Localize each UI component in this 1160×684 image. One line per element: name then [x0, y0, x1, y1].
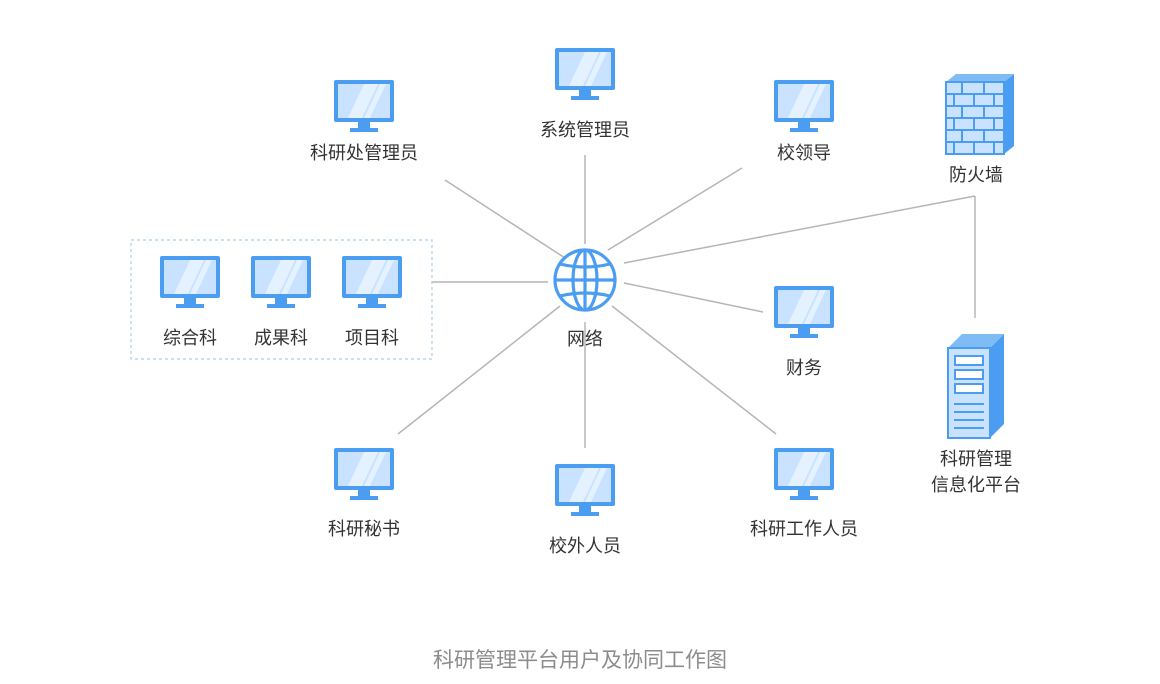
label-platform: 科研管理 信息化平台 — [931, 447, 1021, 499]
server-icon — [947, 334, 1004, 439]
monitor-icon-system-admin — [555, 48, 615, 100]
monitor-icon-comprehensive — [160, 256, 220, 308]
label-external-staff: 校外人员 — [549, 536, 621, 557]
diagram-caption: 科研管理平台用户及协同工作图 — [433, 648, 727, 672]
monitor-icon-achievement — [251, 256, 311, 308]
monitor-icon-school-leader — [774, 80, 834, 132]
label-system-admin: 系统管理员 — [540, 120, 630, 141]
connector-finance — [623, 282, 764, 313]
monitor-icon-research-office-admin — [334, 80, 394, 132]
label-research-staff: 科研工作人员 — [750, 519, 858, 540]
connector-research-staff — [611, 305, 777, 435]
label-research-secretary: 科研秘书 — [328, 519, 400, 540]
monitor-icon-research-staff — [774, 448, 834, 500]
globe-icon — [553, 248, 617, 312]
label-research-office-admin: 科研处管理员 — [310, 143, 418, 164]
monitor-icon-external-staff — [555, 464, 615, 516]
label-project-section: 项目科 — [345, 328, 399, 349]
label-network-hub: 网络 — [567, 329, 603, 350]
monitor-icon-research-secretary — [334, 448, 394, 500]
connector-lines — [397, 155, 976, 448]
connector-research-office-admin — [444, 179, 566, 259]
connector-school-leader — [607, 167, 743, 251]
monitor-icon-finance — [774, 286, 834, 338]
label-school-leader: 校领导 — [777, 143, 831, 164]
department-group-box — [130, 239, 433, 360]
monitor-icon-project — [342, 256, 402, 308]
label-finance: 财务 — [786, 358, 822, 379]
connector-research-secretary — [397, 305, 561, 435]
label-comprehensive-section: 综合科 — [163, 328, 217, 349]
label-firewall: 防火墙 — [949, 165, 1003, 186]
label-platform-line1: 科研管理 — [940, 449, 1012, 470]
firewall-icon — [945, 74, 1014, 155]
label-platform-line2: 信息化平台 — [931, 475, 1021, 496]
label-achievement-section: 成果科 — [254, 328, 308, 349]
connector-firewall — [623, 195, 976, 264]
